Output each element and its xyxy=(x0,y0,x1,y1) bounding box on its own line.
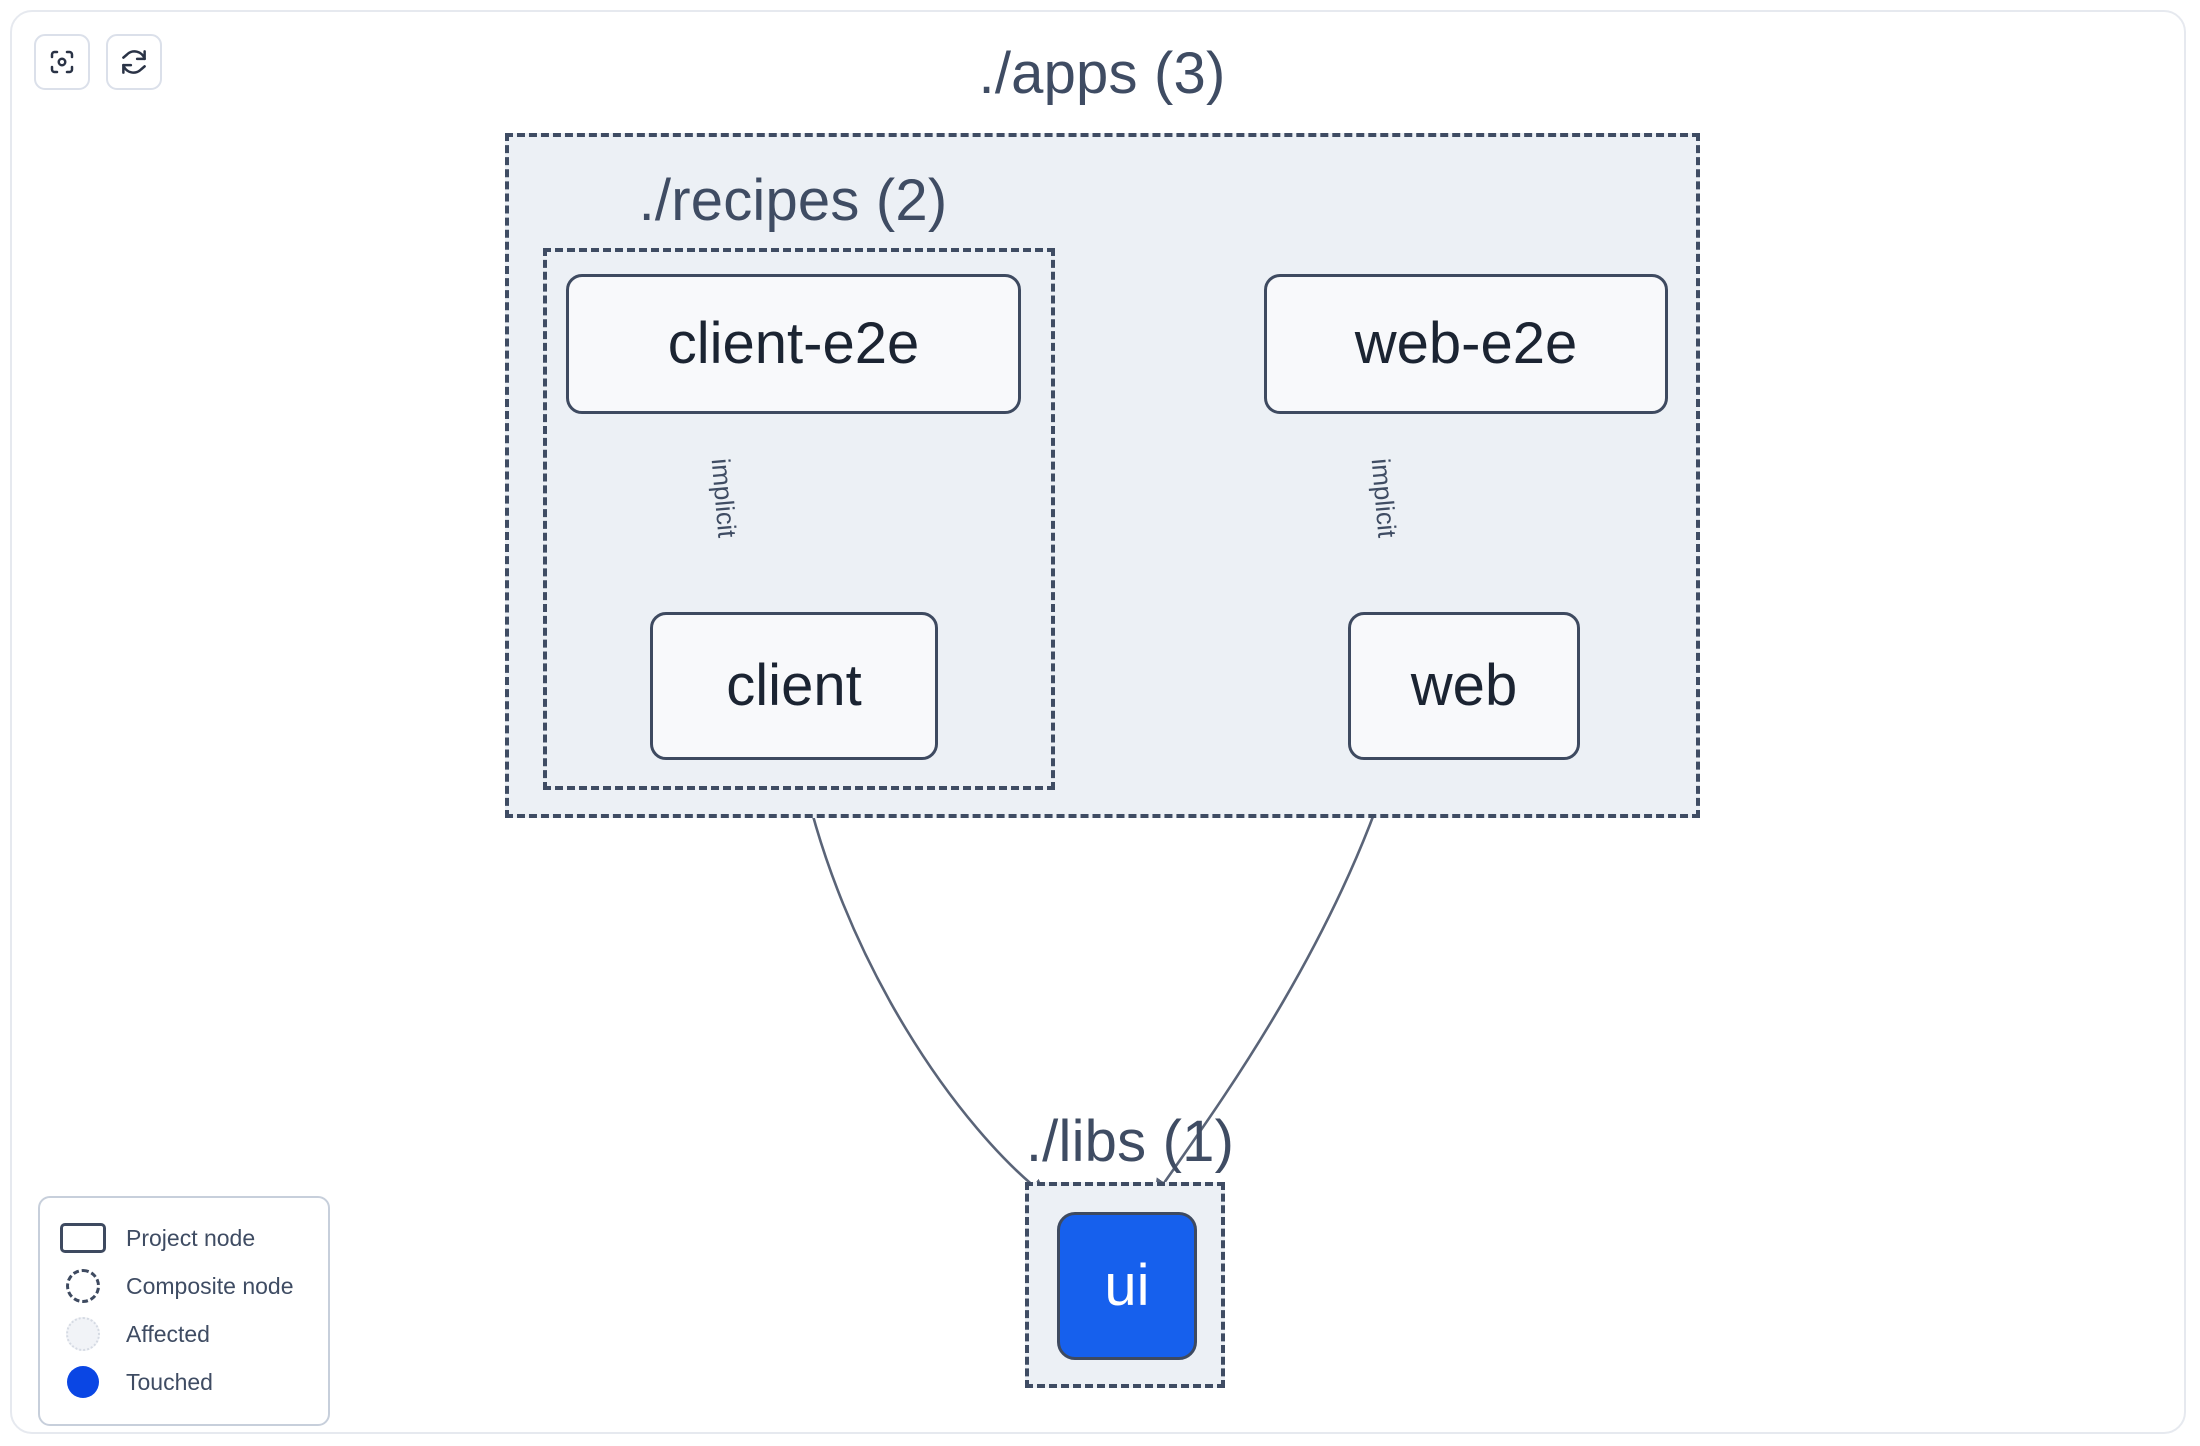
node-label: ui xyxy=(1104,1253,1150,1318)
node-client-e2e[interactable]: client-e2e xyxy=(566,274,1021,414)
legend-item-project-node: Project node xyxy=(58,1214,310,1262)
refresh-button[interactable] xyxy=(106,34,162,90)
affected-swatch xyxy=(58,1317,108,1351)
project-node-swatch xyxy=(58,1221,108,1255)
focus-target-icon xyxy=(47,47,77,77)
node-client[interactable]: client xyxy=(650,612,938,760)
focus-target-button[interactable] xyxy=(34,34,90,90)
legend-item-affected: Affected xyxy=(58,1310,310,1358)
group-label-apps: ./apps (3) xyxy=(978,41,1226,106)
group-label-recipes: ./recipes (2) xyxy=(638,168,948,233)
group-label-libs: ./libs (1) xyxy=(1025,1109,1235,1174)
composite-node-swatch xyxy=(58,1269,108,1303)
node-ui[interactable]: ui xyxy=(1057,1212,1197,1360)
node-label: client xyxy=(726,653,862,718)
node-label: client-e2e xyxy=(667,311,920,376)
edge-label-web-e2e-web: implicit xyxy=(1365,457,1403,539)
legend-item-composite-node: Composite node xyxy=(58,1262,310,1310)
graph-toolbar xyxy=(34,34,162,90)
legend-panel: Project node Composite node Affected Tou… xyxy=(38,1196,330,1426)
legend-label: Affected xyxy=(126,1320,210,1347)
legend-label: Touched xyxy=(126,1368,213,1395)
legend-label: Composite node xyxy=(126,1272,294,1299)
node-label: web-e2e xyxy=(1354,311,1578,376)
legend-item-touched: Touched xyxy=(58,1358,310,1406)
edge-label-client-e2e-client: implicit xyxy=(705,457,743,539)
node-web-e2e[interactable]: web-e2e xyxy=(1264,274,1668,414)
touched-swatch xyxy=(58,1365,108,1399)
node-web[interactable]: web xyxy=(1348,612,1580,760)
node-label: web xyxy=(1410,653,1518,718)
refresh-icon xyxy=(119,47,149,77)
legend-label: Project node xyxy=(126,1224,256,1251)
